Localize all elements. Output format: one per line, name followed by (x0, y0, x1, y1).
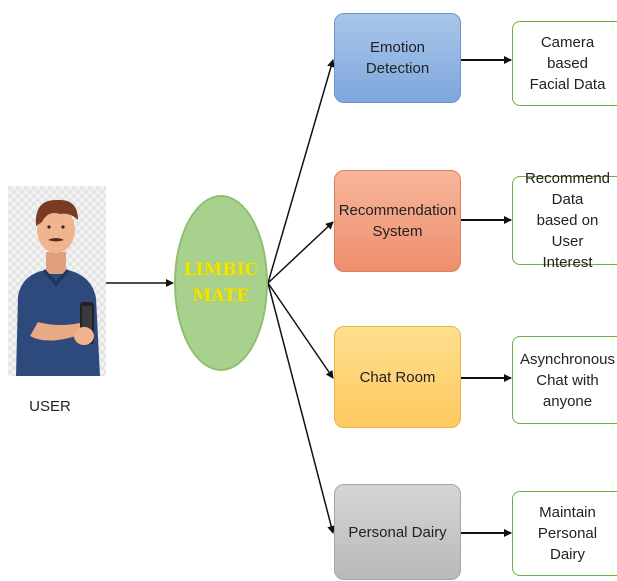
arrow-hub-to-dairy (267, 282, 336, 534)
emotion-detection-label: Emotion Detection (365, 39, 430, 77)
limbic-mate-hub: LIMBIC MATE (174, 195, 268, 371)
arrow-hub-to-recommendation (267, 221, 334, 284)
output-4-line-2: Dairy (549, 546, 585, 563)
user-label: USER (29, 398, 71, 415)
chat-room-label: Chat Room (359, 368, 436, 386)
personal-dairy-box: Personal Dairy (334, 484, 461, 580)
recommendation-system-box: Recommendation System (334, 170, 461, 272)
output-camera-facial-data: Camera based Facial Data (512, 21, 617, 106)
chat-room-box: Chat Room (334, 326, 461, 428)
recommendation-label-line-1: Recommendation (338, 202, 457, 219)
output-recommend-data: Recommend Data based on User Interest (512, 170, 617, 271)
arrow-hub-to-chat (267, 282, 334, 379)
emotion-detection-box: Emotion Detection (334, 13, 461, 103)
user-illustration (8, 186, 106, 376)
output-2-line-2: based on User (536, 212, 599, 250)
arrow-hub-to-emotion (267, 59, 335, 284)
output-3-line-2: Chat with anyone (536, 371, 599, 410)
output-4-line-1: Maintain Personal (537, 504, 598, 542)
personal-dairy-label: Personal Dairy (348, 523, 447, 541)
hub-title-line-2: MATE (192, 286, 250, 306)
recommendation-label-line-2: System (372, 223, 423, 240)
output-2-line-3: Interest (542, 254, 593, 271)
output-3-line-1: Asynchronous (519, 350, 616, 368)
output-maintain-dairy: Maintain Personal Dairy (512, 491, 617, 576)
output-2-line-1: Recommend Data (524, 170, 611, 208)
output-1-line-2: Facial Data (529, 76, 606, 93)
output-1-line-1: Camera based (540, 34, 595, 72)
hub-title-line-1: LIMBIC (183, 260, 259, 280)
output-async-chat: Asynchronous Chat with anyone (512, 336, 617, 424)
